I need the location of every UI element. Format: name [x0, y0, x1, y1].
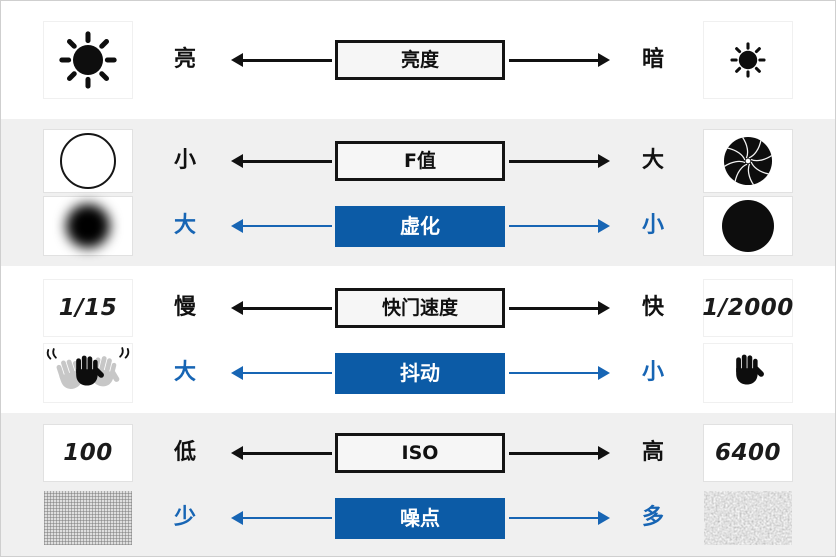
arrow-left-icon: [230, 446, 332, 460]
arrow-right-icon: [508, 446, 610, 460]
noise-coarse-icon: [704, 491, 792, 545]
scale-label-fast: 快: [641, 295, 664, 320]
term-fvalue: F值: [335, 141, 505, 181]
scale-label-dark: 暗: [641, 47, 664, 72]
hand-steady-icon: [704, 344, 792, 402]
arrow-left-icon: [230, 154, 332, 168]
iso-high-number: 6400: [714, 440, 781, 466]
fvalue-row: 小 F值 大: [1, 130, 835, 192]
arrow-right-blue-icon: [508, 366, 610, 380]
shake-row: 大 抖动 小: [1, 344, 835, 402]
arrow-left-icon: [230, 53, 332, 67]
bokeh-small-icon: [704, 197, 792, 255]
band-shutter: 1/15 慢 快门速度 快 1/2000: [1, 266, 835, 413]
arrow-left-blue-icon: [230, 511, 332, 525]
bokeh-large-icon: [44, 197, 132, 255]
scale-label-high: 高: [641, 440, 664, 465]
scale-label-bokeh-large: 大: [173, 213, 196, 238]
shutter-fast-number: 1/2000: [702, 295, 794, 321]
shutter-fast-value: 1/2000: [702, 280, 794, 336]
bokeh-row: 大 虚化 小: [1, 197, 835, 255]
sun-bright-icon: [44, 22, 132, 98]
shutter-slow-value: 1/15: [44, 280, 132, 336]
scale-label-slow: 慢: [173, 295, 196, 320]
band-iso: 100 低 ISO 高 6400 少 噪点 多: [1, 413, 835, 556]
iso-low-value: 100: [44, 425, 132, 481]
noise-row: 少 噪点 多: [1, 489, 835, 547]
term-bokeh: 虚化: [335, 205, 505, 247]
sun-dim-icon: [704, 22, 792, 98]
scale-label-shake-large: 大: [173, 360, 196, 385]
noise-fine-icon: [44, 491, 132, 545]
hand-shake-icon: [44, 344, 132, 402]
shutter-slow-number: 1/15: [58, 295, 118, 321]
scale-label-noise-many: 多: [641, 505, 664, 530]
band-aperture: 小 F值 大: [1, 119, 835, 266]
scale-label-noise-few: 少: [173, 505, 196, 530]
brightness-row: 亮 亮度 暗: [1, 22, 835, 98]
arrow-right-icon: [508, 154, 610, 168]
term-shake: 抖动: [335, 352, 505, 394]
aperture-open-icon: [44, 130, 132, 192]
arrow-right-icon: [508, 301, 610, 315]
term-iso: ISO: [335, 433, 505, 473]
scale-label-bright: 亮: [173, 47, 196, 72]
arrow-left-blue-icon: [230, 219, 332, 233]
shutter-row: 1/15 慢 快门速度 快 1/2000: [1, 277, 835, 339]
arrow-left-icon: [230, 301, 332, 315]
term-brightness: 亮度: [335, 40, 505, 80]
iso-row: 100 低 ISO 高 6400: [1, 422, 835, 484]
term-shutter-speed: 快门速度: [335, 288, 505, 328]
scale-label-large-f: 大: [641, 148, 664, 173]
arrow-right-blue-icon: [508, 511, 610, 525]
arrow-right-icon: [508, 53, 610, 67]
arrow-right-blue-icon: [508, 219, 610, 233]
term-noise: 噪点: [335, 497, 505, 539]
scale-label-bokeh-small: 小: [641, 213, 664, 238]
scale-label-small-f: 小: [173, 148, 196, 173]
arrow-left-blue-icon: [230, 366, 332, 380]
band-brightness: 亮 亮度 暗: [1, 1, 835, 119]
aperture-blades-icon: [704, 130, 792, 192]
scale-label-low: 低: [173, 440, 196, 465]
scale-label-shake-small: 小: [641, 360, 664, 385]
iso-high-value: 6400: [704, 425, 792, 481]
iso-low-number: 100: [63, 440, 113, 466]
